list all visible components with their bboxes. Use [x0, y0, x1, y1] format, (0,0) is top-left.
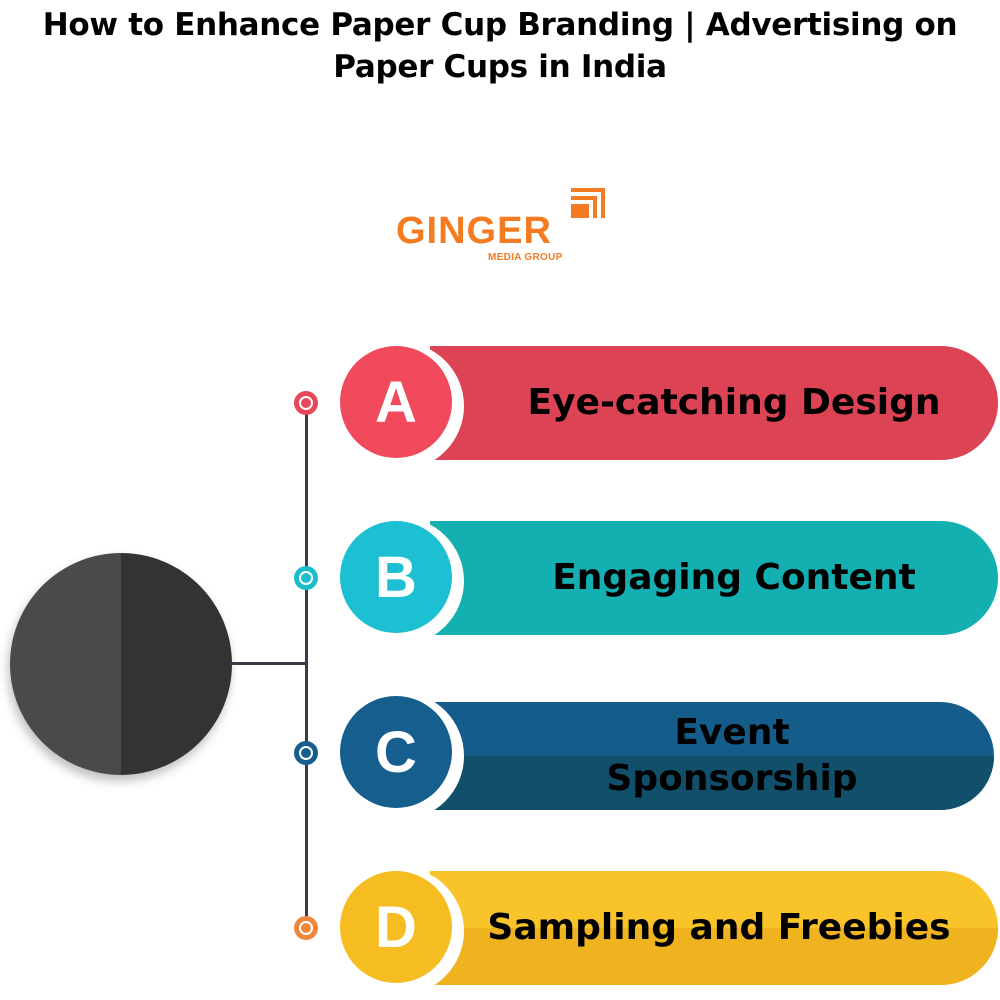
ginger-media-group-logo: GINGER MEDIA GROUP	[394, 186, 609, 268]
item-badge-d: D	[336, 867, 464, 995]
item-badge-c: C	[336, 692, 464, 820]
hub-connector-line	[230, 662, 308, 665]
central-hub-circle	[10, 553, 232, 775]
letter-a: A	[340, 346, 452, 458]
item-badge-a: A	[336, 342, 464, 470]
timeline-dot-c	[294, 741, 318, 765]
vertical-spine-line	[305, 402, 308, 928]
item-bar-a: Eye-catching Design	[430, 346, 998, 460]
hub-right-half	[121, 553, 232, 775]
item-bar-d: Sampling and Freebies	[430, 871, 998, 985]
item-bar-c: Event Sponsorship	[430, 702, 994, 810]
item-badge-b: B	[336, 517, 464, 645]
logo-subtitle: MEDIA GROUP	[488, 252, 563, 263]
timeline-dot-b	[294, 566, 318, 590]
logo-wordmark: GINGER	[396, 210, 552, 252]
page-title: How to Enhance Paper Cup Branding | Adve…	[0, 4, 1000, 88]
title-line-2: Paper Cups in India	[333, 49, 667, 85]
item-label-a: Eye-catching Design	[527, 382, 941, 423]
timeline-dot-a	[294, 391, 318, 415]
item-label-b: Engaging Content	[552, 557, 916, 598]
hub-left-half	[10, 553, 121, 775]
timeline-dot-d	[294, 916, 318, 940]
letter-b: B	[340, 521, 452, 633]
title-line-1: How to Enhance Paper Cup Branding | Adve…	[42, 7, 958, 43]
letter-d: D	[340, 871, 452, 983]
item-bar-b: Engaging Content	[430, 521, 998, 635]
bar-shade-d	[430, 928, 998, 985]
item-label-c: Event Sponsorship	[606, 712, 858, 799]
bar-shade-c	[430, 756, 994, 810]
letter-c: C	[340, 696, 452, 808]
item-label-d: Sampling and Freebies	[487, 907, 951, 948]
stacked-corner-brackets-icon	[571, 188, 605, 218]
